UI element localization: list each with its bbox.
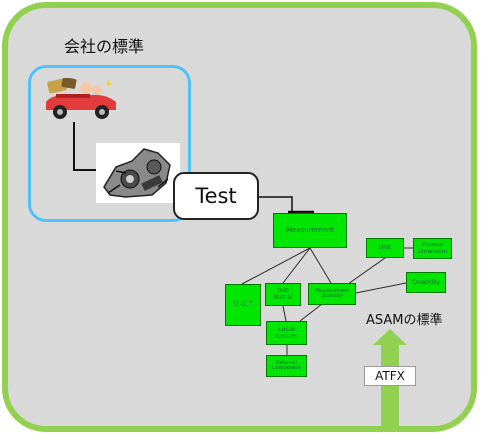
- measurement-to-mq-line: [309, 247, 332, 284]
- engine-icon: [96, 143, 180, 203]
- physical-dimension-node: Physical Dimension: [413, 238, 452, 259]
- test-node: Test: [173, 172, 259, 220]
- company-standard-label: 会社の標準: [64, 37, 145, 56]
- mq-to-localcolumn-line: [299, 303, 323, 322]
- car-to-engine-line: [73, 122, 96, 171]
- uut-node: U.U.T: [225, 284, 261, 326]
- company-standard-box: [28, 65, 191, 222]
- measurement-to-uut-line: [241, 247, 311, 285]
- measurement-quantity-node: Measurement Quantity: [308, 283, 356, 305]
- mq-to-quantity-line: [355, 282, 407, 294]
- car-icon: [46, 78, 116, 119]
- unit-node: Unit: [366, 238, 404, 258]
- test-to-measurement-line: [259, 196, 293, 213]
- atfx-label: ATFX: [364, 366, 416, 386]
- asam-standard-label: ASAMの標準: [366, 313, 443, 328]
- measurement-node: Measurement: [273, 213, 347, 248]
- quantity-node: Quantity: [406, 272, 446, 293]
- mq-to-unit-line: [347, 257, 386, 285]
- submatrix-to-localcolumn-line: [282, 305, 287, 322]
- external-component-node: External Component: [266, 355, 307, 377]
- local-column-node: Local Colum: [266, 321, 307, 345]
- submatrix-node: Sub Matrix: [265, 283, 301, 306]
- measurement-to-submatrix-line: [282, 247, 311, 284]
